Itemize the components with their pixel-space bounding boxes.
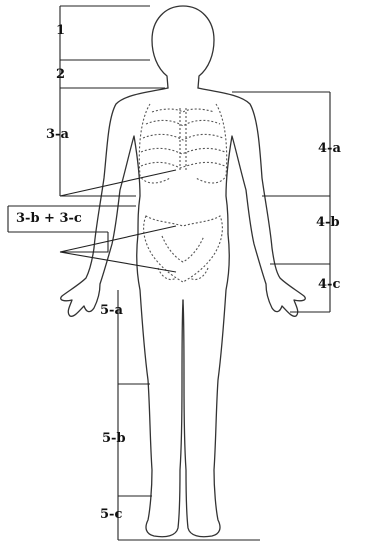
pointer-3bc-b — [60, 226, 176, 252]
bracket-5c — [118, 496, 260, 540]
bracket-3a — [60, 88, 136, 196]
rib-3 — [143, 134, 223, 140]
rib-2 — [146, 120, 220, 126]
pointer-3bc-a — [60, 170, 176, 196]
left-torso-arm-outline — [61, 88, 168, 316]
pointer-3bc-d — [60, 232, 108, 252]
bracket-4a — [232, 92, 330, 196]
body-outline — [61, 6, 306, 537]
label-region-5a: 5-a — [100, 304, 123, 317]
pointer-3bc-c — [60, 252, 176, 272]
rib-5 — [141, 162, 225, 168]
label-region-1: 1 — [56, 24, 65, 37]
bracket-2 — [60, 60, 165, 88]
label-region-5b: 5-b — [102, 432, 126, 445]
rib-4 — [141, 148, 225, 154]
dotted-organs — [139, 104, 226, 282]
head-outline — [152, 6, 214, 88]
left-region-brackets — [8, 6, 260, 540]
bracket-4b — [270, 196, 330, 264]
pelvis-inner — [162, 236, 204, 262]
sternum — [180, 108, 186, 170]
label-region-3b-3c: 3-b + 3-c — [16, 212, 82, 225]
label-region-4b: 4-b — [316, 216, 340, 229]
right-leg-outline — [183, 234, 229, 537]
bracket-1 — [60, 6, 150, 60]
right-torso-arm-outline — [198, 88, 305, 316]
hip-joint-right — [190, 268, 208, 280]
rib-1 — [152, 109, 214, 112]
label-region-4a: 4-a — [318, 142, 341, 155]
label-region-2: 2 — [56, 68, 65, 81]
pelvis-outline — [144, 216, 223, 282]
label-region-3a: 3-a — [46, 128, 69, 141]
label-region-5c: 5-c — [100, 508, 122, 521]
ribcage-outline — [139, 104, 226, 183]
left-leg-outline — [137, 234, 183, 537]
label-region-4c: 4-c — [318, 278, 340, 291]
